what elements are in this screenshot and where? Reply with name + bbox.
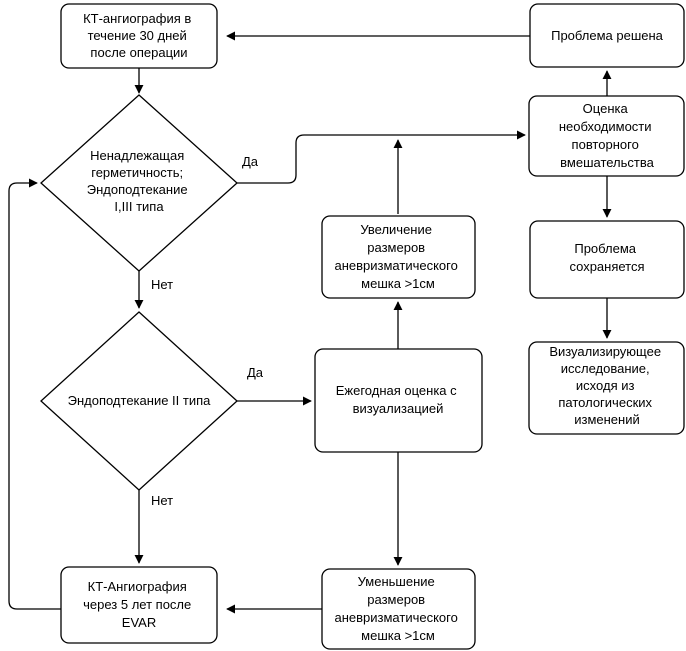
node-problem-persists: Проблема сохраняется <box>529 220 685 299</box>
node-sac-increase-box <box>321 215 476 299</box>
node-ct-5-years-line: КТ-Ангиография <box>88 579 187 594</box>
node-reintervention-assessment-line: вмешательства <box>560 155 654 170</box>
node-annual-assessment: Ежегодная оценка с визуализацией <box>314 348 483 453</box>
edge-leak-yes <box>237 130 526 184</box>
node-problem-solved: Проблема решена <box>529 3 685 68</box>
svg-text:Уменьшение размеров: Уменьшение размеров аневризматического м… <box>335 574 462 643</box>
node-problem-solved-line: Проблема решена <box>551 28 664 43</box>
node-annual-assessment-box <box>314 348 483 453</box>
svg-text:КТ-Ангиография через 5: КТ-Ангиография через 5 лет после EVAR <box>83 579 195 630</box>
node-imaging-study-line: исходя из <box>576 378 635 393</box>
node-ct-30-days-line: КТ-ангиография в <box>83 11 191 26</box>
node-decision-endoleak2-line: Эндоподтекание II типа <box>68 393 212 408</box>
node-sac-increase-line: размеров <box>367 240 425 255</box>
node-decision-leak-line: Ненадлежащая <box>90 148 184 163</box>
node-reintervention-assessment-box <box>528 95 685 177</box>
node-ct-30-days: КТ-ангиография в течение 30 дней после о… <box>60 3 218 69</box>
edge-ct5-loop <box>8 178 61 610</box>
nodes: КТ-ангиография в течение 30 дней после о… <box>40 3 685 650</box>
node-decision-endoleak2: Эндоподтекание II типа <box>40 311 238 491</box>
node-ct-5-years-line: EVAR <box>122 615 156 630</box>
node-decision-leak: Ненадлежащая герметичность; Эндоподтекан… <box>40 94 238 272</box>
node-sac-decrease-line: размеров <box>367 592 425 607</box>
node-decision-endoleak2-diamond <box>40 311 238 491</box>
node-ct-30-days-line: течение 30 дней <box>88 28 187 43</box>
node-ct-5-years-line: через 5 лет после <box>83 597 191 612</box>
svg-text:Ежегодная оценка с виз: Ежегодная оценка с визуализацией <box>336 383 461 416</box>
node-ct-5-years-box <box>60 566 218 644</box>
node-imaging-study-line: исследование, <box>561 361 650 376</box>
node-imaging-study: Визуализирующее исследование, исходя из … <box>528 341 685 435</box>
label-endoleak2-no: Нет <box>151 493 173 508</box>
svg-text:Визуализирующее исслед: Визуализирующее исследование, исходя из … <box>549 344 664 427</box>
svg-text:Проблема решена: Проблема решена <box>551 28 664 43</box>
node-imaging-study-line: Визуализирующее <box>549 344 661 359</box>
node-decision-leak-line: Эндоподтекание <box>87 182 188 197</box>
node-decision-leak-line: I,III типа <box>114 199 164 214</box>
node-imaging-study-box <box>528 341 685 435</box>
node-reintervention-assessment-line: повторного <box>572 137 639 152</box>
node-sac-increase-line: мешка >1см <box>361 276 435 291</box>
node-sac-decrease-box <box>321 568 476 650</box>
label-leak-no: Нет <box>151 277 173 292</box>
node-sac-decrease-line: Уменьшение <box>358 574 435 589</box>
svg-text:Увеличение размеров: Увеличение размеров аневризматического м… <box>335 222 462 291</box>
label-leak-yes: Да <box>242 154 259 169</box>
svg-text:КТ-ангиография в течен: КТ-ангиография в течение 30 дней после о… <box>83 11 195 60</box>
node-annual-assessment-line: Ежегодная оценка с <box>336 383 457 398</box>
node-imaging-study-line: изменений <box>574 412 640 427</box>
svg-text:Ненадлежащая герметичн: Ненадлежащая герметичность; Эндоподтекан… <box>87 148 191 214</box>
svg-text:Оценка необходимости: Оценка необходимости повторного вмешател… <box>559 101 655 170</box>
node-reintervention-assessment-line: Оценка <box>583 101 629 116</box>
node-annual-assessment-line: визуализацией <box>353 401 444 416</box>
node-sac-decrease-line: мешка >1см <box>361 628 435 643</box>
node-imaging-study-line: патологических <box>558 395 652 410</box>
node-problem-persists-line: сохраняется <box>569 259 644 274</box>
node-problem-persists-line: Проблема <box>574 241 636 256</box>
edge-labels: Да Нет Да Нет <box>151 154 264 508</box>
node-sac-decrease-line: аневризматического <box>335 610 458 625</box>
node-reintervention-assessment: Оценка необходимости повторного вмешател… <box>528 95 685 177</box>
node-decision-leak-diamond <box>40 94 238 272</box>
node-ct-30-days-box <box>60 3 218 69</box>
node-sac-increase: Увеличение размеров аневризматического м… <box>321 215 476 299</box>
node-sac-decrease: Уменьшение размеров аневризматического м… <box>321 568 476 650</box>
node-sac-increase-line: Увеличение <box>360 222 432 237</box>
node-decision-leak-line: герметичность; <box>91 165 183 180</box>
node-ct-5-years: КТ-Ангиография через 5 лет после EVAR <box>60 566 218 644</box>
node-problem-persists-box <box>529 220 685 299</box>
label-endoleak2-yes: Да <box>247 365 264 380</box>
node-sac-increase-line: аневризматического <box>335 258 458 273</box>
node-ct-30-days-line: после операции <box>90 45 187 60</box>
svg-text:Проблема сохраняется: Проблема сохраняется <box>569 241 644 274</box>
node-problem-solved-box <box>529 3 685 68</box>
edges <box>8 31 612 614</box>
node-reintervention-assessment-line: необходимости <box>559 119 652 134</box>
svg-text:Эндоподтекание II типа: Эндоподтекание II типа <box>68 393 212 408</box>
